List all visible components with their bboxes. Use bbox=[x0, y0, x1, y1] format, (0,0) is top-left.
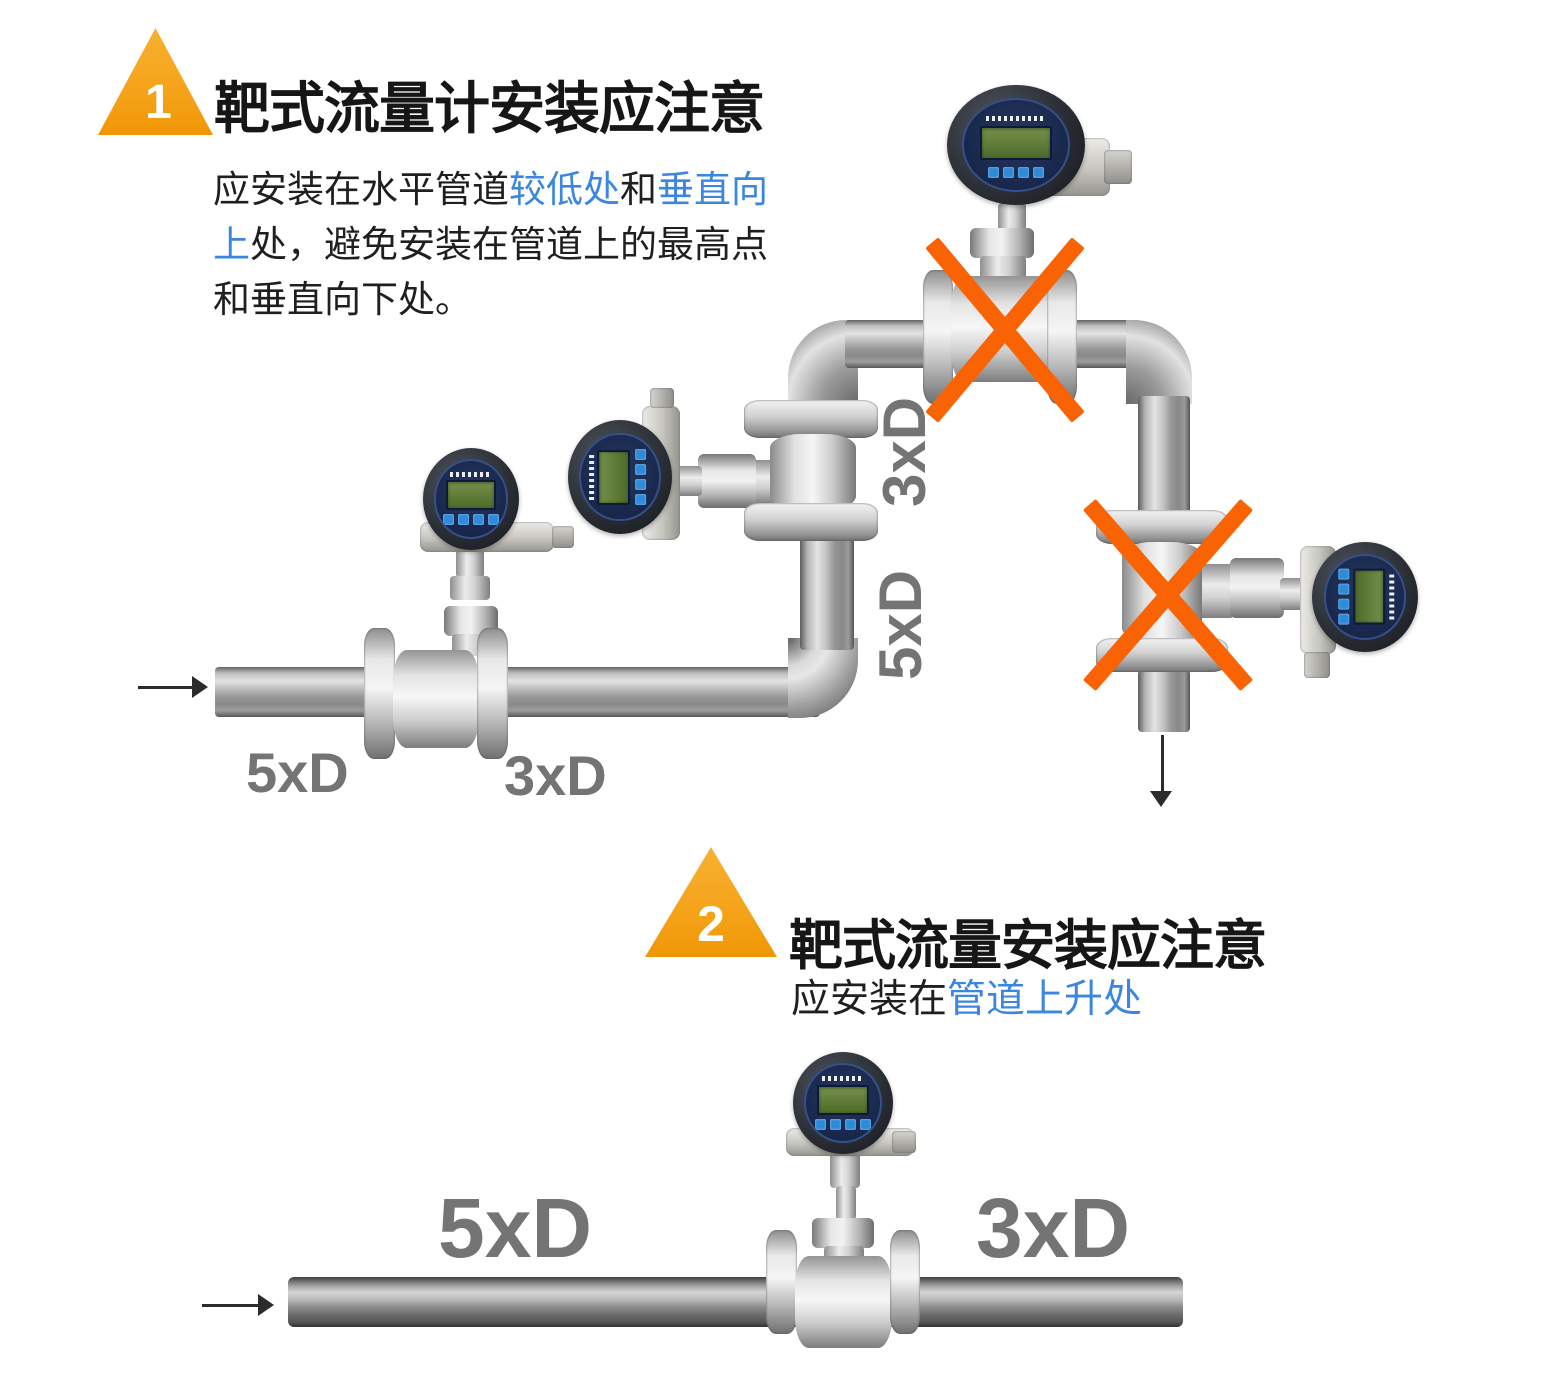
highpoint-meter-left-flange bbox=[923, 270, 953, 404]
meter3-cable-connector bbox=[1104, 150, 1132, 184]
meter1-body bbox=[393, 650, 479, 748]
meter2-buttons bbox=[635, 449, 647, 505]
meter4-cable-connector bbox=[1304, 652, 1330, 678]
meter3-display-face bbox=[962, 98, 1070, 192]
note-run: 和 bbox=[620, 169, 657, 210]
meter5-lcd-screen bbox=[816, 1085, 870, 1115]
note-line-2: 上处，避免安装在管道上的最高点 bbox=[213, 217, 768, 272]
bottom-upstream-distance-label: 5xD bbox=[438, 1181, 593, 1275]
meter1-display-face bbox=[433, 459, 509, 539]
arrow-shaft bbox=[138, 686, 192, 689]
meter1-label-strip bbox=[450, 471, 492, 477]
bottom-downstream-distance-label: 3xD bbox=[976, 1181, 1131, 1275]
meter3-face-content bbox=[964, 100, 1068, 190]
riser-pipe-lower bbox=[800, 538, 854, 650]
meter3-label-strip bbox=[985, 115, 1047, 121]
drop-pipe-lower bbox=[1138, 670, 1190, 732]
pipe-elbow-lower-right bbox=[788, 638, 858, 718]
step1-number: 1 bbox=[145, 76, 172, 129]
meter3-display-head bbox=[947, 85, 1085, 205]
meter5-body bbox=[795, 1256, 892, 1348]
meter2-display-head bbox=[568, 420, 672, 534]
meter1-stem bbox=[456, 548, 484, 578]
meter1-stem-collar bbox=[450, 576, 490, 600]
note-run-highlight: 上 bbox=[213, 224, 250, 265]
note-run-highlight: 垂直向 bbox=[657, 169, 768, 210]
meter4-buttons bbox=[1337, 569, 1349, 625]
meter5-stem bbox=[830, 1152, 860, 1188]
meter4-display-head bbox=[1312, 542, 1418, 652]
arrow-head bbox=[258, 1294, 274, 1316]
note-run: 和垂直向下处。 bbox=[213, 279, 472, 320]
meter3-lcd-screen bbox=[979, 125, 1053, 161]
meter2-nut bbox=[698, 454, 756, 508]
meter1-face-content bbox=[436, 461, 507, 537]
step2-number: 2 bbox=[697, 896, 725, 952]
meter4-display-face bbox=[1323, 554, 1407, 640]
meter5-nut bbox=[812, 1218, 874, 1248]
meter5-cable-connector bbox=[892, 1131, 916, 1153]
note-line-1: 应安装在水平管道较低处和垂直向 bbox=[213, 162, 768, 217]
riser-meter-body bbox=[770, 434, 856, 510]
inlet-horizontal-pipe bbox=[215, 667, 820, 717]
flow-arrow-right-icon bbox=[202, 1294, 274, 1318]
note-run: 应安装在 bbox=[791, 978, 948, 1021]
meter3-stem bbox=[998, 203, 1026, 231]
meter4-nut bbox=[1230, 558, 1284, 618]
meter4-lcd-screen bbox=[1353, 569, 1386, 625]
meter2-label-strip bbox=[589, 454, 595, 500]
meter1-right-flange bbox=[477, 628, 508, 759]
arrow-shaft bbox=[202, 1304, 258, 1307]
flow-arrow-right-icon bbox=[138, 676, 208, 700]
meter1-buttons bbox=[443, 514, 499, 526]
note-run-highlight: 管道上升处 bbox=[947, 978, 1143, 1021]
meter5-stem-thin bbox=[836, 1186, 856, 1220]
meter3-nut bbox=[970, 228, 1034, 258]
meter1-display-head bbox=[423, 448, 519, 550]
meter1-cable-connector bbox=[552, 526, 574, 548]
meter2-face-content bbox=[581, 438, 658, 515]
step2-note: 应安装在管道上升处 bbox=[791, 968, 1142, 1024]
arrow-head bbox=[192, 676, 208, 698]
meter2-lcd-screen bbox=[597, 449, 631, 505]
step1-warning-triangle-badge: 1 bbox=[98, 28, 213, 135]
riser-downstream-distance-label: 3xD bbox=[871, 396, 938, 508]
flow-arrow-down-icon bbox=[1150, 735, 1176, 807]
riser-meter-top-flange bbox=[744, 400, 878, 438]
prohibited-cross-icon bbox=[925, 237, 1085, 423]
step1-note: 应安装在水平管道较低处和垂直向 上处，避免安装在管道上的最高点 和垂直向下处。 bbox=[213, 162, 768, 327]
step2-warning-triangle-badge: 2 bbox=[645, 847, 777, 957]
note-run: 处，避免安装在管道上的最高点 bbox=[250, 224, 768, 265]
meter3-buttons bbox=[988, 166, 1044, 178]
riser-upstream-distance-label: 5xD bbox=[867, 569, 934, 681]
note-run: 应安装在水平管道 bbox=[213, 169, 509, 210]
meter5-left-flange bbox=[766, 1230, 797, 1334]
pipe-elbow-top-right bbox=[1126, 320, 1192, 404]
meter5-display-face bbox=[804, 1063, 882, 1143]
arrow-head bbox=[1150, 791, 1172, 807]
downstream-distance-label: 3xD bbox=[504, 744, 607, 807]
meter1-left-flange bbox=[364, 628, 395, 759]
upstream-distance-label: 5xD bbox=[246, 741, 349, 804]
step2-title: 靶式流量安装应注意 bbox=[789, 916, 1267, 976]
arrow-shaft bbox=[1161, 735, 1164, 791]
meter5-face-content bbox=[806, 1065, 880, 1141]
drop-pipe-upper bbox=[1138, 396, 1190, 516]
prohibited-cross-icon bbox=[1082, 498, 1254, 692]
meter4-label-strip bbox=[1389, 574, 1395, 620]
riser-meter-bottom-flange bbox=[744, 503, 878, 541]
meter4-mount-base bbox=[1198, 564, 1234, 618]
bottom-horizontal-pipe bbox=[288, 1277, 1183, 1327]
meter1-lcd-screen bbox=[445, 480, 497, 511]
step1-title: 靶式流量计安装应注意 bbox=[214, 77, 765, 140]
note-run-highlight: 较低处 bbox=[509, 169, 620, 210]
note-line-3: 和垂直向下处。 bbox=[213, 272, 768, 327]
meter5-display-head bbox=[793, 1052, 893, 1154]
meter5-buttons bbox=[815, 1119, 871, 1131]
meter4-face-content bbox=[1326, 558, 1405, 637]
meter2-cable-connector bbox=[650, 388, 674, 408]
meter5-right-flange bbox=[890, 1230, 920, 1334]
meter2-display-face bbox=[579, 432, 661, 522]
meter5-label-strip bbox=[821, 1076, 865, 1082]
